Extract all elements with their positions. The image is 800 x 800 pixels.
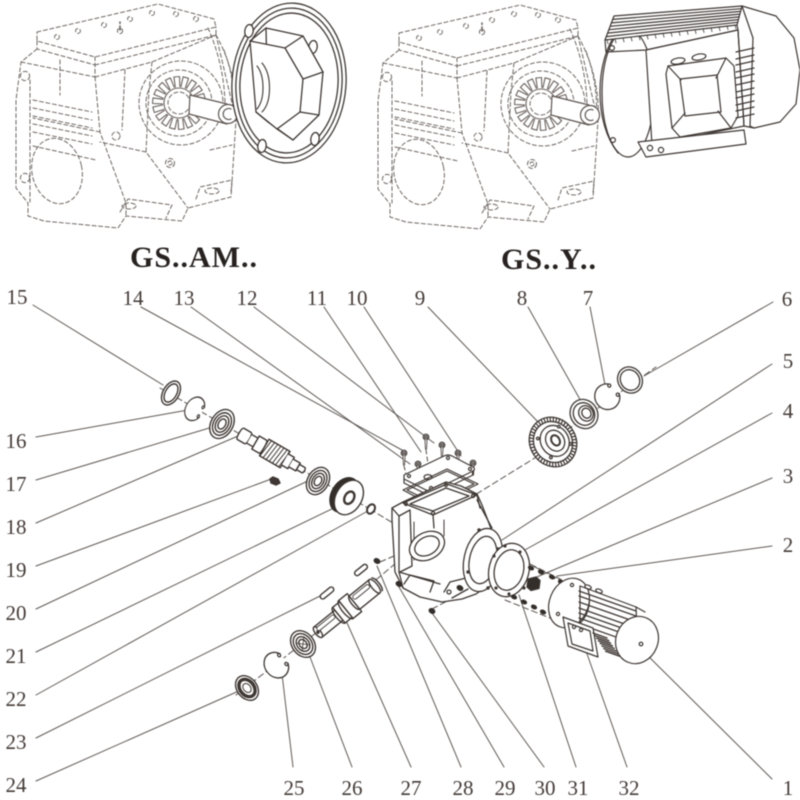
svg-text:8: 8 bbox=[517, 286, 528, 310]
svg-text:1: 1 bbox=[783, 776, 794, 800]
svg-text:10: 10 bbox=[347, 286, 368, 310]
svg-text:15: 15 bbox=[7, 285, 28, 309]
svg-text:21: 21 bbox=[6, 644, 27, 668]
svg-text:9: 9 bbox=[415, 286, 426, 310]
svg-text:23: 23 bbox=[6, 730, 27, 754]
svg-text:28: 28 bbox=[453, 776, 474, 800]
svg-text:27: 27 bbox=[401, 776, 422, 800]
svg-text:GS..AM..: GS..AM.. bbox=[130, 241, 258, 274]
svg-text:31: 31 bbox=[568, 776, 589, 800]
svg-text:24: 24 bbox=[6, 773, 28, 797]
svg-text:11: 11 bbox=[307, 286, 327, 310]
svg-text:19: 19 bbox=[6, 558, 27, 582]
svg-text:30: 30 bbox=[535, 776, 556, 800]
svg-text:13: 13 bbox=[174, 286, 195, 310]
svg-text:20: 20 bbox=[6, 601, 27, 625]
svg-text:29: 29 bbox=[495, 776, 516, 800]
svg-text:7: 7 bbox=[583, 286, 594, 310]
svg-text:16: 16 bbox=[6, 429, 27, 453]
svg-text:25: 25 bbox=[284, 776, 305, 800]
svg-text:GS..Y..: GS..Y.. bbox=[501, 243, 597, 276]
svg-text:4: 4 bbox=[783, 399, 794, 423]
svg-text:14: 14 bbox=[123, 286, 145, 310]
svg-text:2: 2 bbox=[783, 533, 794, 557]
svg-text:12: 12 bbox=[237, 286, 258, 310]
svg-text:5: 5 bbox=[783, 349, 794, 373]
svg-text:3: 3 bbox=[783, 464, 794, 488]
svg-text:22: 22 bbox=[6, 687, 27, 711]
svg-text:18: 18 bbox=[6, 515, 27, 539]
svg-text:17: 17 bbox=[6, 472, 27, 496]
svg-text:26: 26 bbox=[342, 776, 363, 800]
svg-text:32: 32 bbox=[619, 776, 640, 800]
svg-text:6: 6 bbox=[782, 287, 793, 311]
